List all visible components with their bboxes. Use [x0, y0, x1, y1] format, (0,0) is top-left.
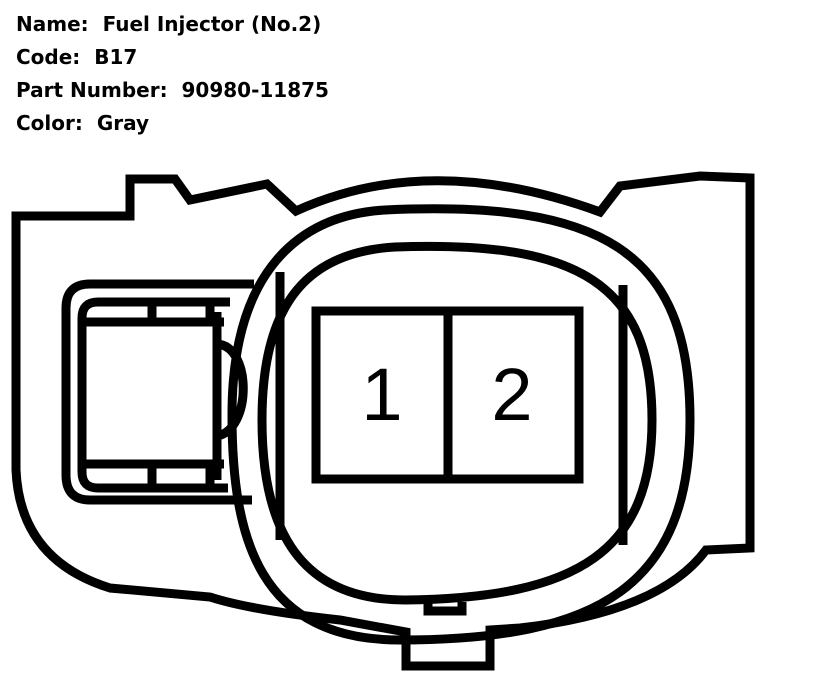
latch-frame [61, 279, 254, 505]
bottom-key [423, 602, 467, 616]
code-value: B17 [94, 45, 138, 69]
code-label: Code: [16, 45, 81, 69]
pin-label: 2 [491, 353, 532, 436]
name-row: Name: Fuel Injector (No.2) [16, 8, 329, 41]
color-label: Color: [16, 111, 83, 135]
part-number-row: Part Number: 90980-11875 [16, 74, 329, 107]
part-number-label: Part Number: [16, 78, 168, 102]
connector-info: Name: Fuel Injector (No.2) Code: B17 Par… [16, 8, 329, 140]
color-row: Color: Gray [16, 107, 329, 140]
part-number-value: 90980-11875 [181, 78, 329, 102]
name-label: Name: [16, 12, 89, 36]
pin-label: 1 [361, 353, 402, 436]
latch-body [212, 312, 248, 480]
code-row: Code: B17 [16, 41, 329, 74]
connector-outer-shroud [227, 204, 695, 645]
color-value: Gray [96, 111, 150, 135]
connector-housing-outline [11, 171, 755, 671]
latch-inner-frame [77, 297, 230, 493]
name-value: Fuel Injector (No.2) [102, 12, 322, 36]
connector-inner-shroud [257, 241, 657, 605]
